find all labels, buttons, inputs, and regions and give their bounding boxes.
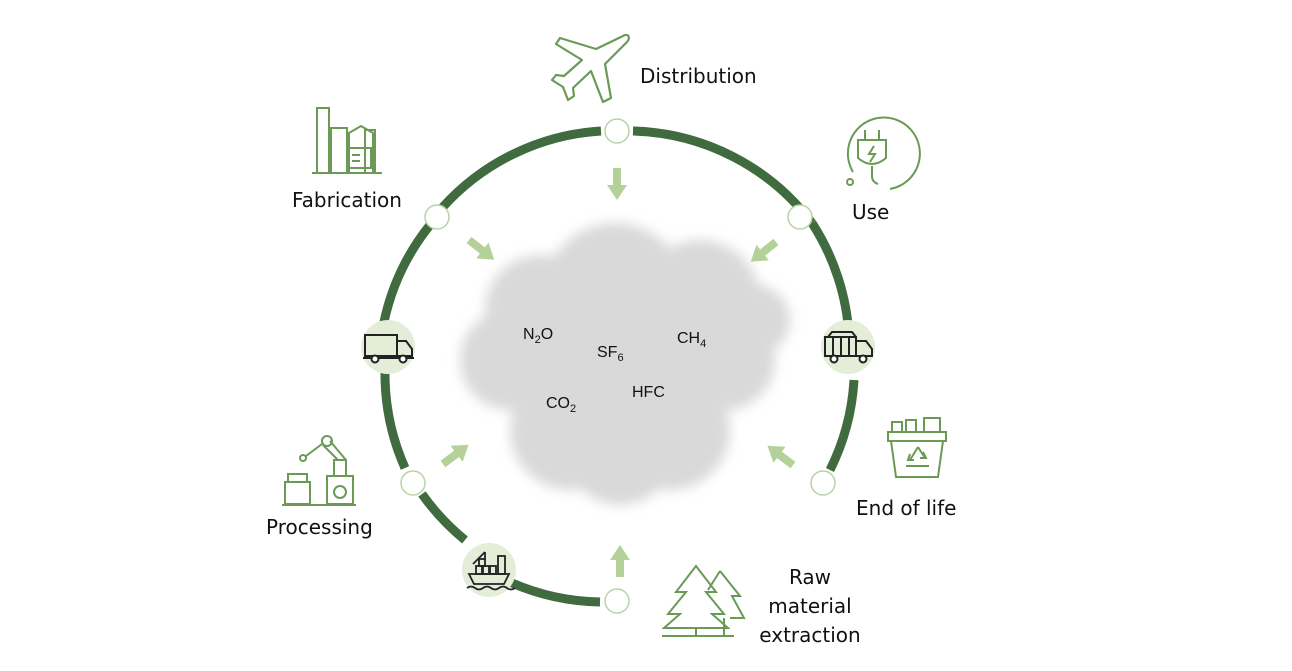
stage-labels: Distribution Use End of life Raw materia… (266, 64, 956, 647)
delivery-truck-icon (363, 334, 414, 364)
node-use (787, 204, 813, 230)
gas-sf6: SF6 (597, 344, 624, 364)
node-end-of-life (810, 470, 836, 496)
forest-icon (661, 564, 746, 637)
arrow-from-processing (440, 444, 469, 468)
arrow-from-use (750, 238, 779, 262)
airplane-icon (550, 33, 630, 104)
gas-n2o: N2O (523, 326, 553, 346)
node-distribution (604, 118, 630, 144)
label-use: Use (852, 200, 889, 224)
ring-segment (632, 126, 816, 226)
transport-truck-right (821, 320, 875, 374)
cargo-ship-icon (466, 551, 516, 591)
label-end-of-life: End of life (856, 496, 956, 520)
stage-nodes (400, 118, 836, 614)
label-raw-material-line2: material (768, 594, 851, 618)
arrow-from-distribution (607, 168, 627, 200)
electric-plug-icon (846, 116, 921, 190)
transport-truck-left (361, 320, 415, 374)
label-raw-material-line1: Raw (789, 565, 831, 589)
arrow-from-raw-material (610, 545, 630, 577)
ring-segment (808, 220, 854, 337)
factory-icon (312, 107, 382, 174)
gas-co2: CO2 (546, 395, 576, 415)
robot-arm-icon (282, 435, 356, 506)
label-distribution: Distribution (640, 64, 757, 88)
emission-arrows (440, 168, 796, 577)
lifecycle-ring (379, 126, 859, 607)
node-raw-material (604, 588, 630, 614)
arrow-from-end-of-life (767, 445, 796, 469)
gas-hfc: HFC (632, 384, 665, 401)
recycling-bin-icon (887, 417, 947, 478)
ring-segment (438, 126, 602, 211)
ring-segment (825, 379, 859, 473)
ring-segment (379, 222, 434, 323)
ring-segment (418, 491, 468, 544)
ring-segment (380, 371, 410, 470)
label-fabrication: Fabrication (292, 188, 402, 212)
emissions-cloud (460, 223, 790, 505)
garbage-truck-icon (824, 331, 873, 364)
node-processing (400, 470, 426, 496)
transport-ship (462, 543, 516, 597)
ring-segment (510, 578, 601, 607)
label-processing: Processing (266, 515, 373, 539)
arrow-from-fabrication (466, 236, 495, 260)
label-raw-material-line3: extraction (759, 623, 860, 647)
gas-labels: N2O SF6 CH4 CO2 HFC (523, 326, 706, 415)
gas-ch4: CH4 (677, 330, 706, 350)
node-fabrication (424, 204, 450, 230)
